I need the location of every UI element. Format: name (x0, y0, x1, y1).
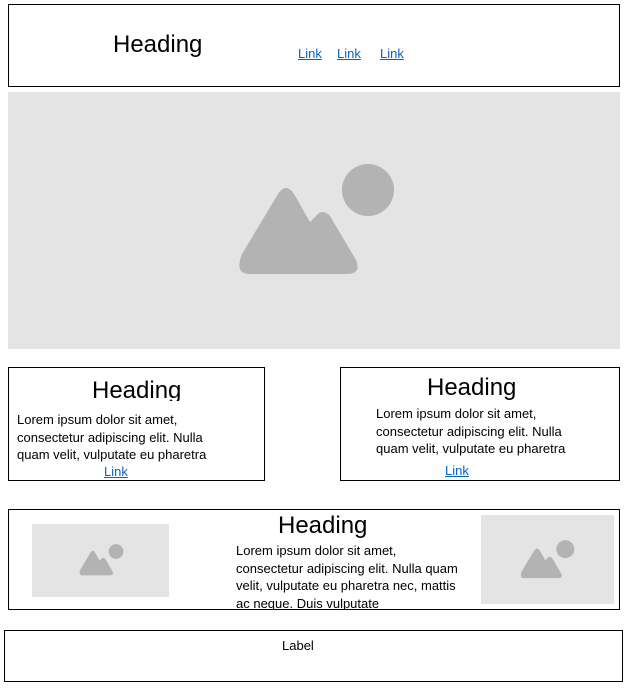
feature-section: Heading Lorem ipsum dolor sit amet, cons… (8, 509, 620, 610)
header-bar: Heading Link Link Link (8, 4, 620, 87)
card-left-text: Lorem ipsum dolor sit amet, consectetur … (17, 412, 207, 462)
card-left: Heading Lorem ipsum dolor sit amet, cons… (8, 367, 265, 481)
feature-left-image (32, 524, 169, 597)
card-right-heading: Heading (427, 374, 517, 401)
card-right: Heading Lorem ipsum dolor sit amet, cons… (340, 367, 620, 481)
feature-right-image (481, 515, 614, 604)
image-placeholder-icon (239, 164, 394, 274)
hero-image (8, 92, 620, 349)
image-placeholder-icon (520, 540, 575, 579)
footer-label: Label (282, 638, 314, 653)
header-link-3[interactable]: Link (380, 46, 404, 61)
header-link-2[interactable]: Link (337, 46, 361, 61)
feature-text: Lorem ipsum dolor sit amet, consectetur … (236, 543, 458, 609)
card-left-link[interactable]: Link (104, 464, 128, 479)
header-heading: Heading (113, 31, 203, 58)
card-right-link[interactable]: Link (445, 463, 469, 478)
image-placeholder-icon (79, 544, 124, 576)
header-link-1[interactable]: Link (298, 46, 322, 61)
footer-bar: Label (4, 630, 623, 682)
card-left-heading: Heading (92, 377, 182, 401)
feature-heading: Heading (278, 512, 368, 539)
card-right-text: Lorem ipsum dolor sit amet, consectetur … (376, 406, 566, 456)
